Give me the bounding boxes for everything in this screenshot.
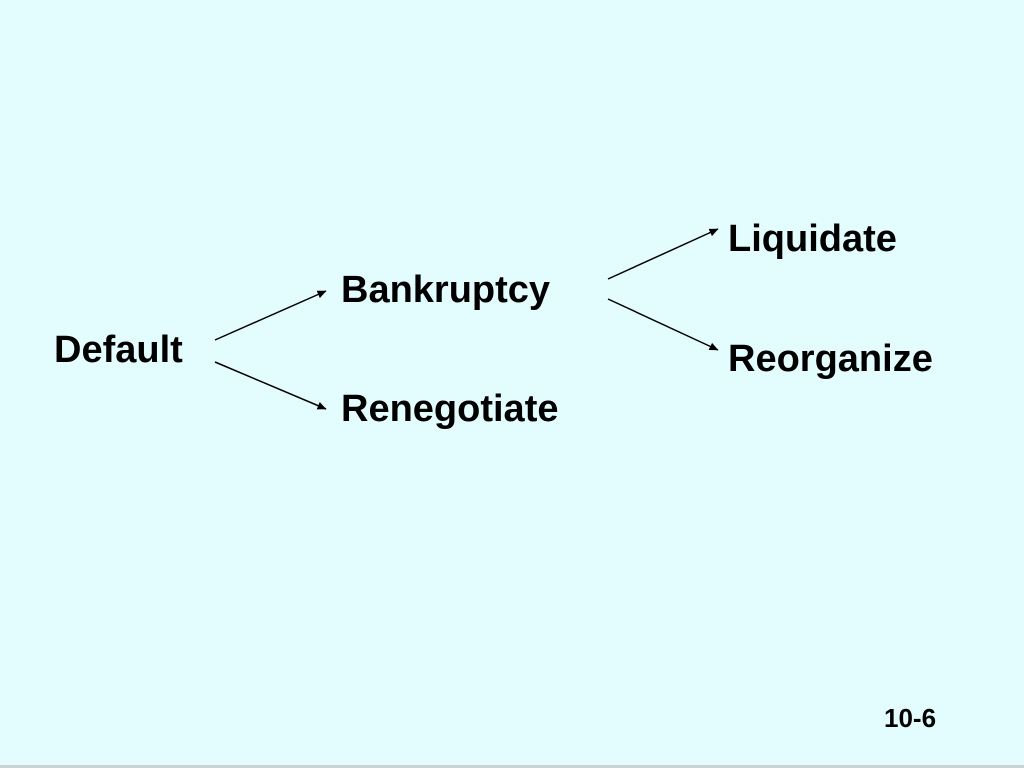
page-number: 10-6 bbox=[884, 703, 937, 733]
node-liquidate: Liquidate bbox=[728, 218, 897, 260]
node-bankruptcy: Bankruptcy bbox=[341, 269, 551, 311]
arrow-default-to-bankruptcy bbox=[214, 290, 327, 341]
bottom-border bbox=[0, 765, 1024, 768]
node-renegotiate: Renegotiate bbox=[341, 388, 559, 430]
arrow-bankruptcy-to-reorganize bbox=[607, 298, 719, 351]
node-default: Default bbox=[54, 329, 183, 371]
arrow-bankruptcy-to-liquidate bbox=[607, 228, 719, 280]
arrow-default-to-renegotiate bbox=[214, 361, 327, 410]
node-reorganize: Reorganize bbox=[728, 338, 933, 380]
